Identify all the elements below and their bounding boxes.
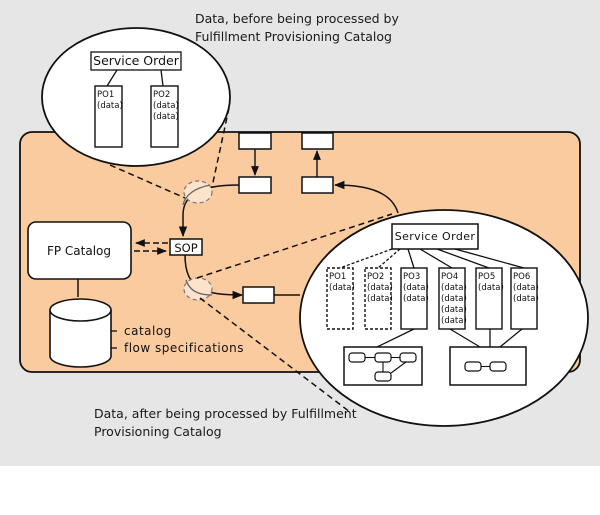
magnify-spot-before [183,180,213,204]
connector [436,248,490,269]
after-item-data: (data) [478,283,504,293]
zoom-line [196,213,393,279]
before-item-data: (data) [153,101,179,111]
after-item-label: PO6 [513,272,530,282]
process-box-b2 [301,176,334,194]
before-service-order-label: Service Order [93,53,180,68]
sop-box [169,238,203,256]
magnify-spot-after [183,277,213,301]
before-items: PO1(data)PO2(data)(data) [94,69,179,148]
after-service-order-label: Service Order [395,230,476,243]
zoom-line [109,164,186,199]
before-item-label: PO1 [97,90,114,100]
caption-after-line2: Provisioning Catalog [94,424,222,439]
db-label-flow-specs: flow specifications [124,341,244,355]
after-item-box [438,267,466,330]
after-item-data: (data) [441,316,467,326]
after-item-label: PO2 [367,272,384,282]
process-box-a1 [238,132,272,150]
before-item-box [150,85,179,148]
connector [339,248,393,269]
fp-catalog-label: FP Catalog [47,244,111,258]
db-label-catalog: catalog [124,324,172,338]
sop-label: SOP [174,241,197,255]
caption-after-line1: Data, after being processed by Fulfillme… [94,406,357,421]
after-item-data: (data) [329,283,355,293]
zoom-line [211,107,230,188]
after-item-label: PO4 [441,272,458,282]
after-item-label: PO5 [478,272,495,282]
after-item-data: (data) [441,305,467,315]
after-item-data: (data) [367,283,393,293]
after-item-label: PO1 [329,272,346,282]
process-box-b1 [301,132,334,150]
database-cylinder [49,310,112,368]
before-zoom-ellipse [41,27,231,167]
after-item-data: (data) [441,294,467,304]
after-item-data: (data) [403,283,429,293]
flow-curve-to-box-b2 [333,180,399,214]
after-item-data: (data) [403,294,429,304]
fp-catalog-box [27,221,132,280]
caption-before-line1: Data, before being processed by [195,11,399,26]
after-item-box [510,267,538,330]
after-item-data: (data) [367,294,393,304]
before-service-order-box [90,51,182,71]
connector [419,248,453,269]
before-item-box [94,85,123,148]
after-item-data: (data) [441,283,467,293]
before-item-data: (data) [97,101,123,111]
after-item-label: PO3 [403,272,420,282]
connector [160,69,164,87]
after-item-box [475,267,503,330]
before-item-data: (data) [153,112,179,122]
process-box-c [242,286,275,304]
after-item-data: (data) [513,283,539,293]
zoom-line [199,297,351,413]
after-item-box-removed [364,267,392,330]
connector [454,248,525,269]
connector [407,248,415,269]
after-service-order-box [391,223,479,250]
after-item-box-removed [326,267,354,330]
before-item-label: PO2 [153,90,170,100]
connector [106,69,118,87]
caption-before-line2: Fulfillment Provisioning Catalog [195,29,392,44]
after-item-data: (data) [513,294,539,304]
process-box-a2 [238,176,272,194]
